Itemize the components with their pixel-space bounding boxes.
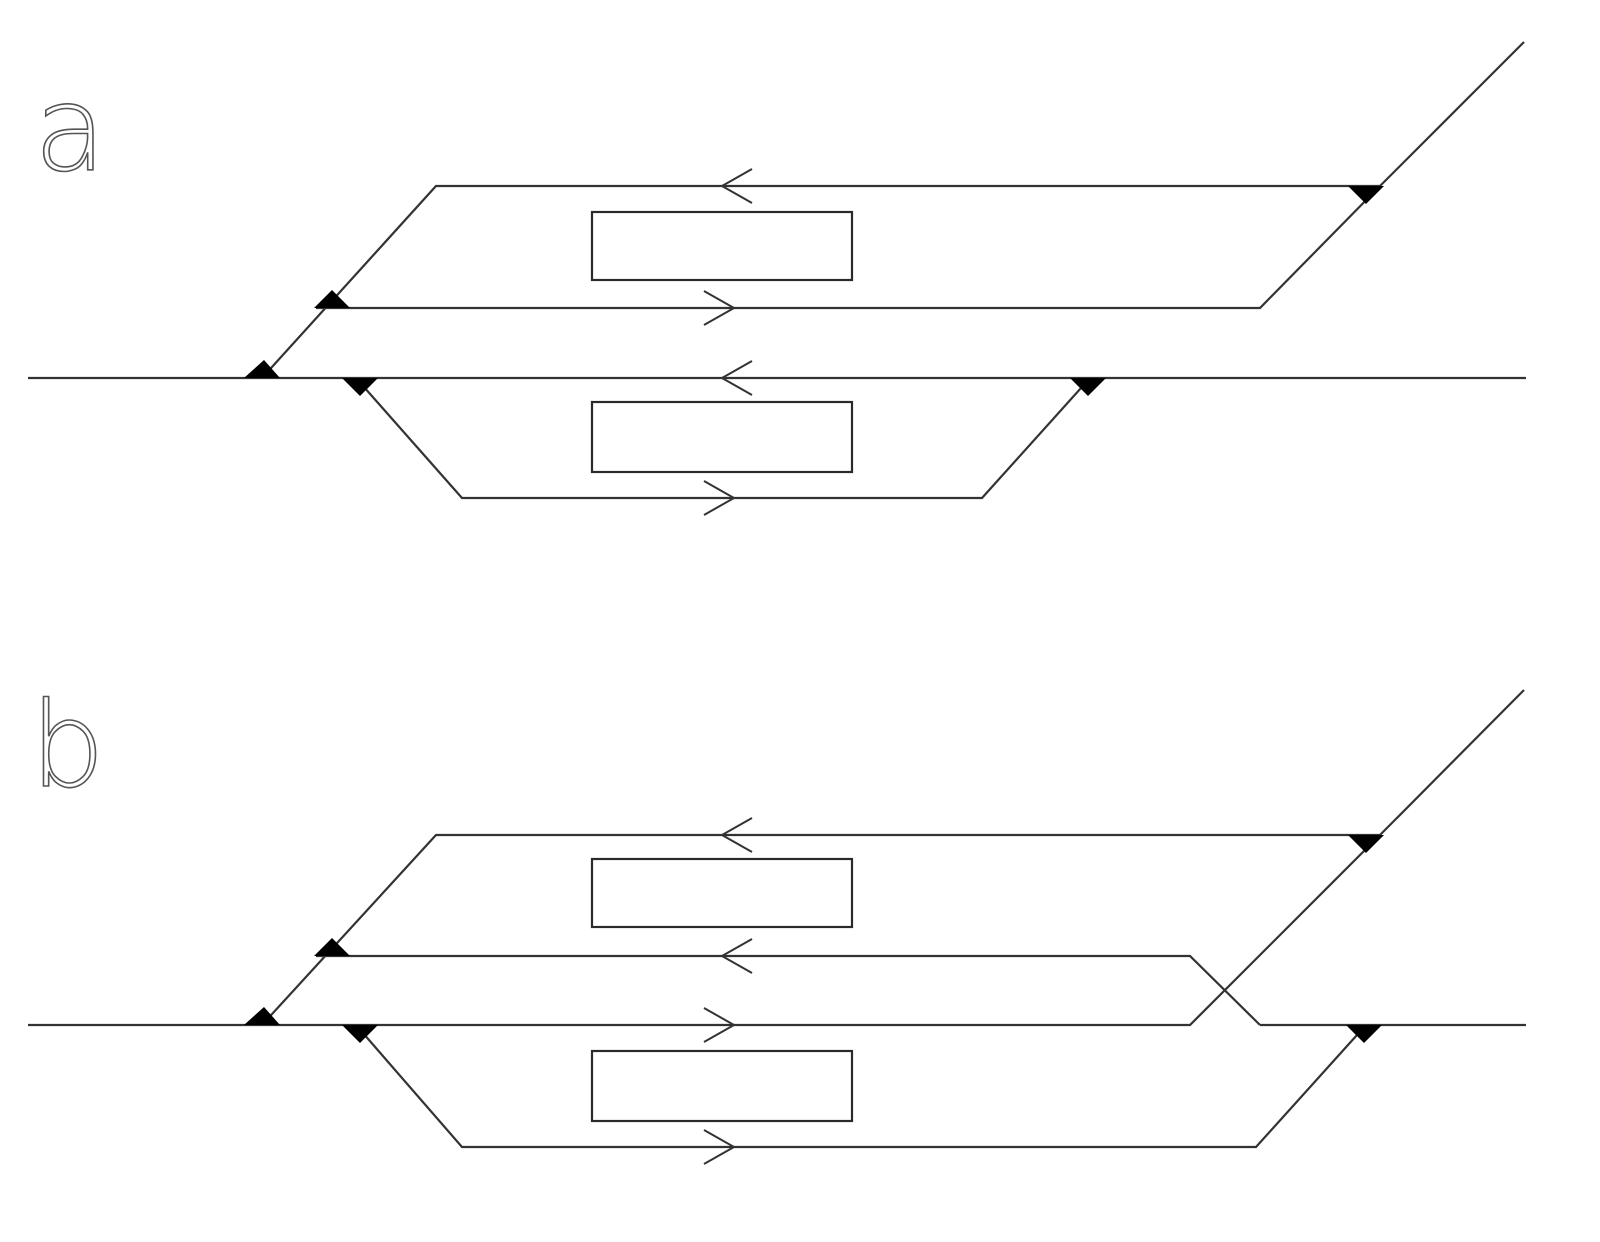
main-line [28,834,1381,1027]
switch-marker-icon [244,360,280,378]
middle-track [316,954,1261,1026]
panel-a: a [0,0,1600,620]
panel-label-a: a [33,60,107,198]
arrow-right-icon [703,480,737,516]
arrow-left-icon [719,817,753,853]
switch-marker-icon [342,378,378,396]
arrow-left-icon [719,360,753,396]
switch-marker-icon [244,1007,280,1025]
lower-loop-track [355,1024,1367,1149]
switch-marker-icon [1348,835,1384,853]
lower-loop-track [355,377,1091,500]
upper-loop-top-track [261,184,1380,379]
track-diagram-b [28,689,1526,1165]
switch-marker-icon [314,938,350,956]
switch-marker-icon [1346,1025,1382,1043]
arrow-right-icon [703,1007,737,1043]
platform-lower [590,1049,854,1123]
arrow-left-icon [719,168,753,204]
platform-upper [590,857,854,929]
switch-marker-icon [1070,378,1106,396]
arrow-left-icon [719,938,753,974]
panel-label-b: b [29,676,106,814]
track-diagram-a [28,41,1526,516]
platform-lower [590,400,854,474]
platform-upper [590,210,854,282]
switch-marker-icon [342,1025,378,1043]
upper-loop-bottom-track [316,185,1381,310]
panel-b: b [0,620,1600,1242]
arrow-right-icon [703,1129,737,1165]
branch-line [1379,689,1525,836]
branch-line [1379,41,1525,187]
switch-marker-icon [1348,186,1384,204]
upper-loop-top-track [261,833,1380,1026]
arrow-right-icon [703,290,737,326]
switch-marker-icon [314,290,350,308]
